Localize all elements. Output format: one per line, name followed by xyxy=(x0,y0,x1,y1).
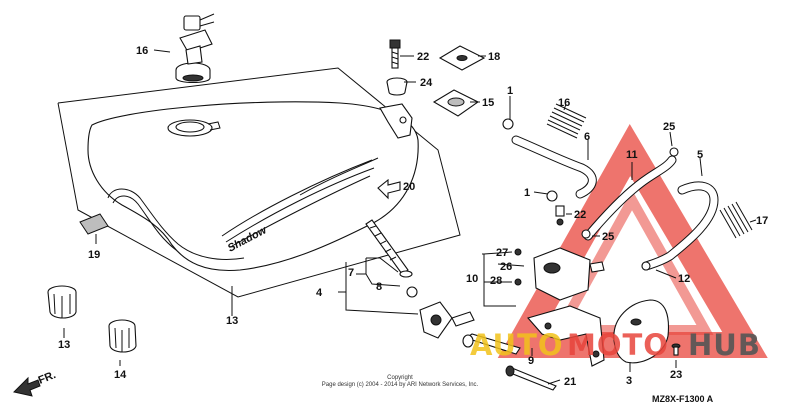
callout-13b: 14 xyxy=(114,369,127,381)
callout-3: 4 xyxy=(316,287,323,299)
copyright-line2: Page design (c) 2004 - 2014 by ARI Netwo… xyxy=(322,382,479,388)
callout-26: 26 xyxy=(500,261,512,273)
callout-20: 21 xyxy=(564,376,576,388)
callout-17: 18 xyxy=(488,51,500,63)
fuel-tank: Shadow xyxy=(57,67,461,298)
callout-28: 28 xyxy=(490,275,502,287)
petcock xyxy=(365,219,475,339)
watermark-auto: AUTO xyxy=(470,328,564,362)
fuel-cap xyxy=(175,13,215,84)
pad-18 xyxy=(79,213,109,235)
hose-4 xyxy=(641,181,719,271)
callout-11: 12 xyxy=(678,273,690,285)
callout-23: 23 xyxy=(670,369,682,381)
hose-5 xyxy=(511,135,597,199)
front-direction-arrow: FR. xyxy=(13,369,58,397)
spring-16a xyxy=(546,103,587,139)
callout-18: 19 xyxy=(88,249,100,261)
arrow-19 xyxy=(377,178,401,200)
copyright-line1: Copyright xyxy=(387,375,413,381)
callout-19: 20 xyxy=(403,181,415,193)
callout-lines xyxy=(63,49,757,385)
callout-15: 16 xyxy=(136,45,148,57)
callout-10: 11 xyxy=(626,149,638,161)
callout-16a: 16 xyxy=(558,97,570,109)
plate-17 xyxy=(438,45,486,71)
screw-23 xyxy=(671,343,681,356)
watermark-text: AUTO MOTO HUB xyxy=(470,328,761,362)
callout-27: 27 xyxy=(496,247,508,259)
bolt-8 xyxy=(462,333,521,355)
callout-24: 24 xyxy=(420,77,433,89)
grommet-24 xyxy=(386,77,408,96)
callout-12: 13 xyxy=(226,315,238,327)
watermark-hub: HUB xyxy=(688,328,761,362)
callout-21: 22 xyxy=(574,209,586,221)
cover-2 xyxy=(613,299,670,364)
hose-10 xyxy=(583,155,677,241)
bracket-14 xyxy=(432,89,480,117)
callout-7: 8 xyxy=(376,281,382,293)
clips xyxy=(502,118,679,271)
callout-22: 22 xyxy=(417,51,429,63)
rubber-13b xyxy=(108,319,137,353)
diagram-code: MZ8X-F1300 A xyxy=(652,394,714,404)
callout-1b: 1 xyxy=(524,187,530,199)
watermark-moto: MOTO xyxy=(567,328,669,362)
callout-25a: 25 xyxy=(663,121,675,133)
callout-9: 10 xyxy=(466,273,478,285)
callout-13a: 13 xyxy=(58,339,70,351)
callout-5: 6 xyxy=(584,131,590,143)
bracket-9 xyxy=(527,305,605,367)
bolt-22 xyxy=(389,39,401,69)
callout-6: 7 xyxy=(348,267,354,279)
callout-4: 5 xyxy=(697,149,703,161)
callout-8: 9 xyxy=(528,355,534,367)
rubber-13a xyxy=(47,285,77,319)
callout-14: 15 xyxy=(482,97,494,109)
callout-25b: 25 xyxy=(602,231,614,243)
callout-16b: 17 xyxy=(756,215,768,227)
spring-16b xyxy=(719,201,753,239)
callout-2: 3 xyxy=(626,375,632,387)
callout-1a: 1 xyxy=(507,85,513,97)
valve-assembly xyxy=(514,205,605,301)
front-direction-label: FR. xyxy=(37,369,58,387)
callout-numbers: 16 22 24 18 15 1 16 6 11 25 5 20 1 22 25… xyxy=(58,45,768,388)
bolt-20 xyxy=(505,365,557,391)
